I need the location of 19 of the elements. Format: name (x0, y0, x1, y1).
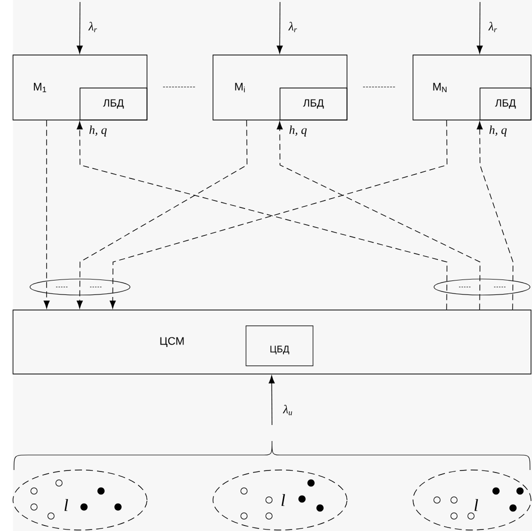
arrow (476, 122, 514, 310)
module-box: ЛБД (280, 88, 348, 120)
edge-label: λ$_{u}$ (282, 404, 294, 416)
arrow (76, 2, 83, 54)
edge-label: h, q (88, 124, 108, 138)
arrow (476, 2, 483, 54)
edge-label: λ$_{r}$ (488, 20, 498, 34)
arrow (276, 2, 283, 54)
edge-label: h, q (288, 124, 308, 138)
edge-label: h, q (488, 124, 508, 138)
arrow (76, 120, 248, 309)
arrow (44, 120, 50, 309)
edge-label: λ$_{r}$ (288, 20, 298, 34)
module-box: ЛБД (480, 88, 532, 120)
database-cylinder: ЦБД (246, 326, 314, 366)
module-box: ЛБД (80, 88, 148, 120)
arrow (276, 122, 480, 310)
edge-label: λ$_{r}$ (88, 20, 98, 34)
arrow (268, 376, 275, 426)
